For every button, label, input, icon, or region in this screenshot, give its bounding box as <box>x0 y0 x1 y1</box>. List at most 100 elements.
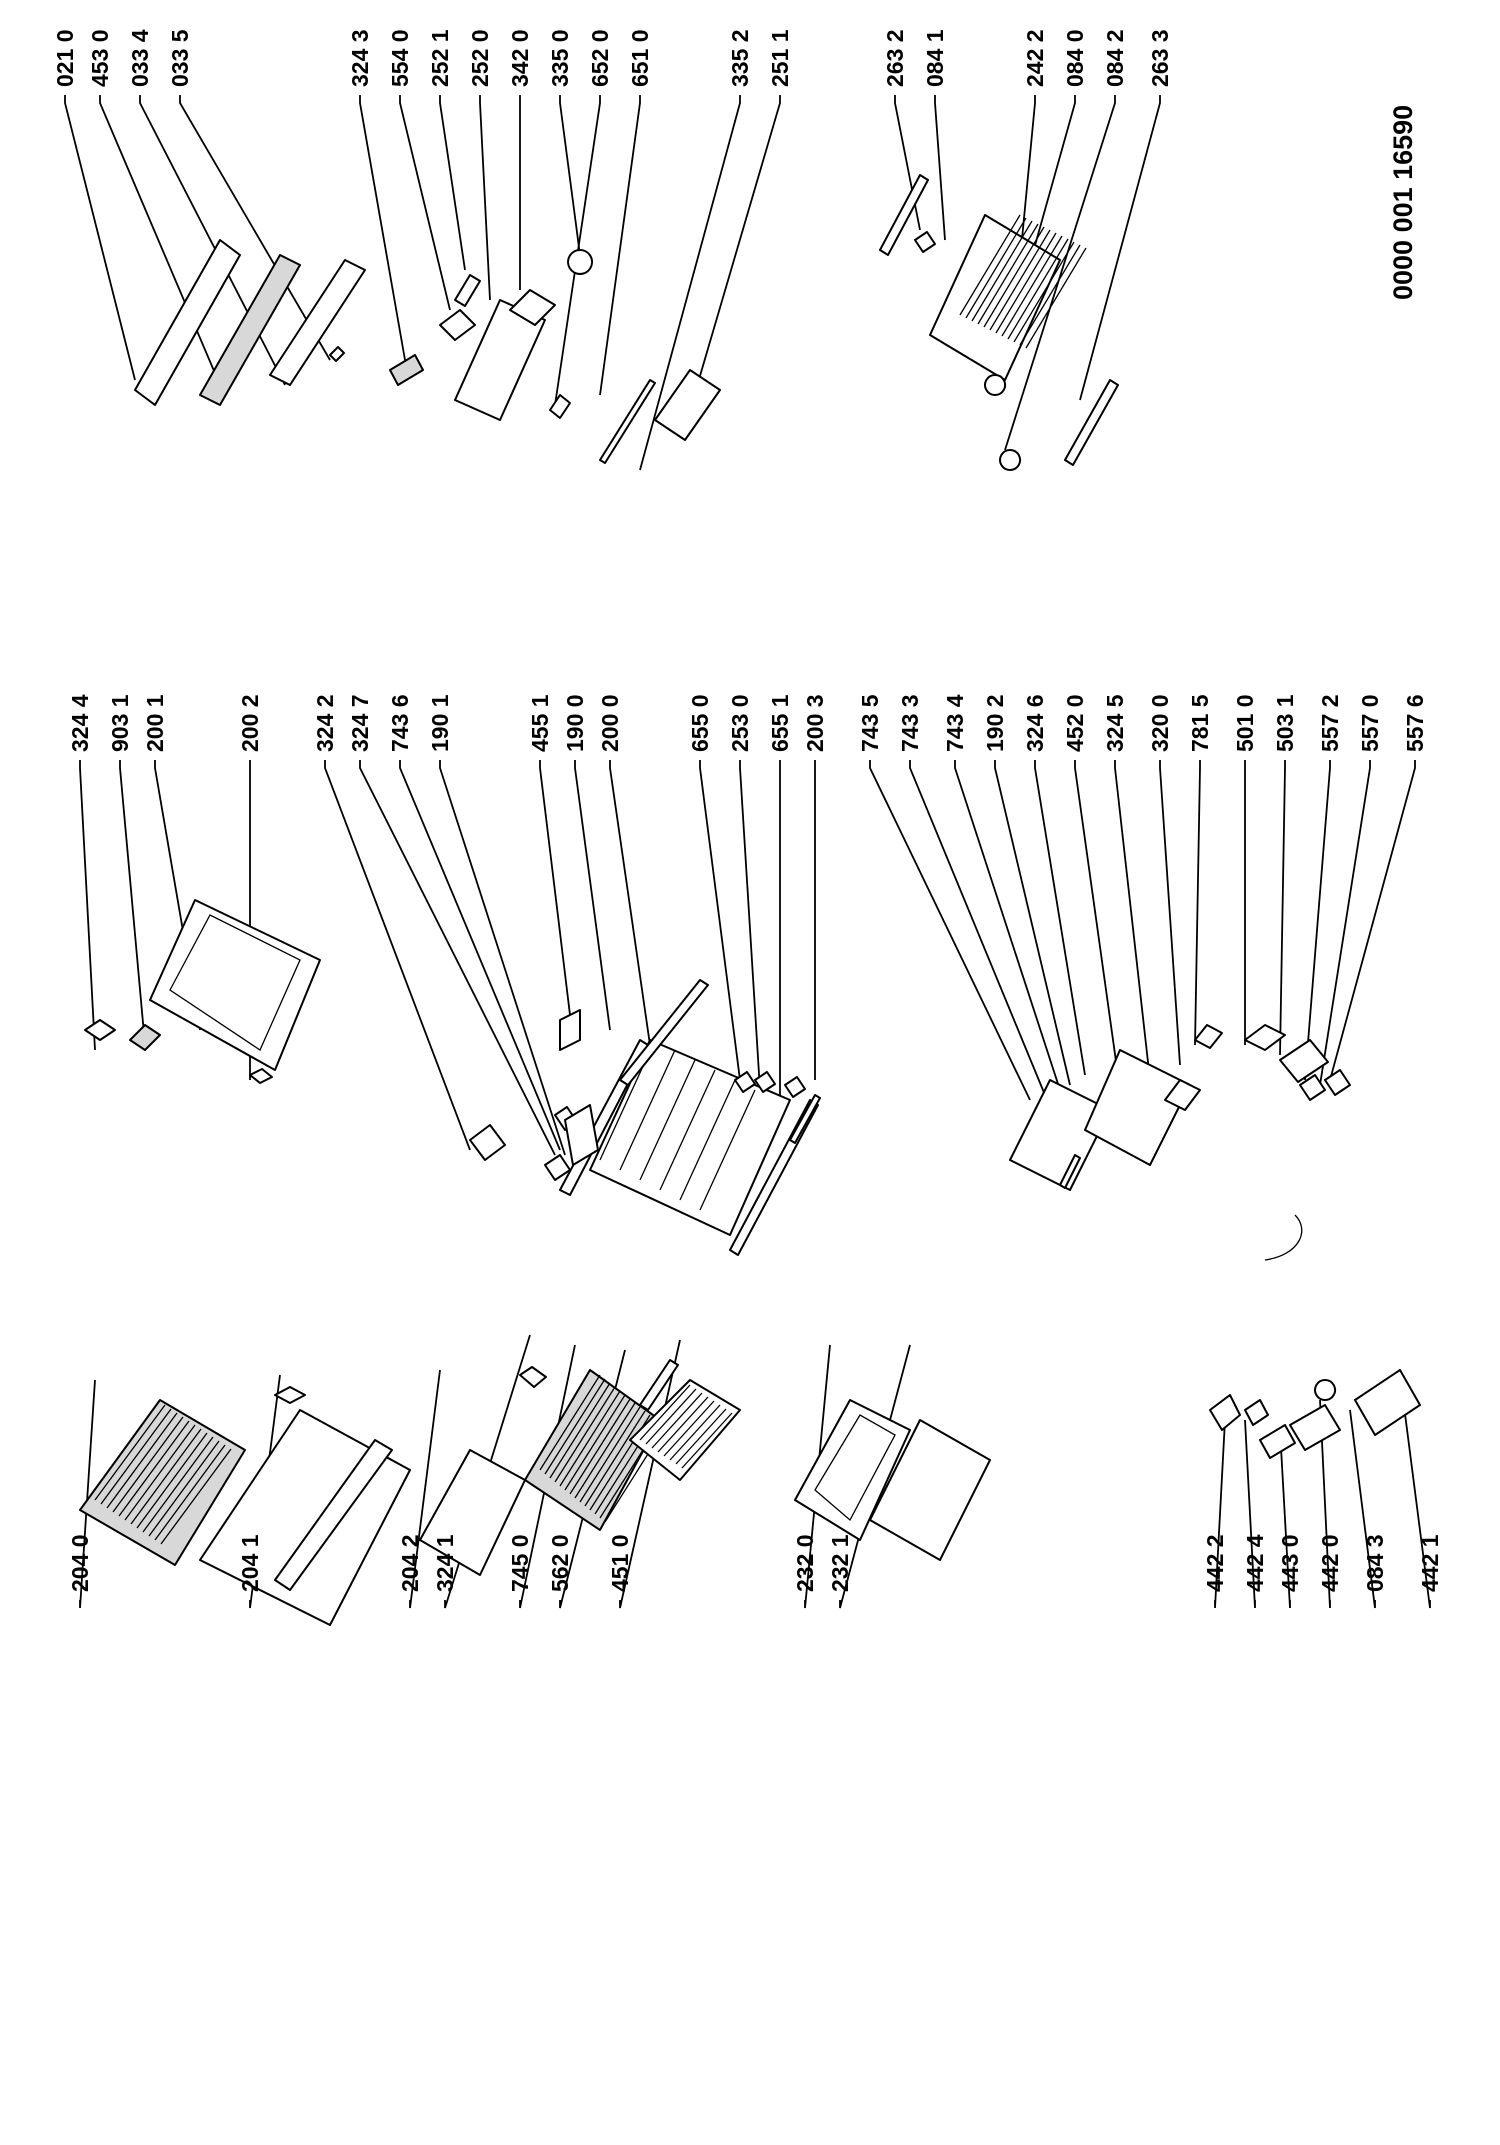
part-label-503-1: 503 1 <box>1272 694 1298 752</box>
part-label-443-0: 443 0 <box>1277 1534 1303 1592</box>
part-label-452-0: 452 0 <box>1062 694 1088 752</box>
top-cover <box>134 239 241 406</box>
leader-line <box>609 760 651 1046</box>
fan-motor <box>439 309 476 341</box>
leader-line <box>869 760 1031 1101</box>
part-label-324-5: 324 5 <box>1102 694 1128 752</box>
bottle-clip <box>249 1068 273 1084</box>
hinge-top <box>1289 1404 1341 1451</box>
leader-line <box>1114 760 1151 1081</box>
part-label-442-0: 442 0 <box>1317 1534 1343 1592</box>
switch-block <box>469 1124 506 1161</box>
part-label-324-2: 324 2 <box>312 694 338 752</box>
leader-line <box>399 95 451 311</box>
part-label-557-6: 557 6 <box>1402 694 1428 752</box>
freezer-liner <box>149 899 321 1071</box>
leader-line <box>639 95 741 471</box>
drain-tray <box>794 1399 911 1541</box>
part-label-743-6: 743 6 <box>387 694 413 752</box>
leader-line <box>934 95 946 241</box>
thermostat-knob <box>567 249 594 275</box>
part-label-190-1: 190 1 <box>427 694 453 752</box>
leader-line <box>559 95 581 256</box>
leader-line <box>1159 760 1181 1066</box>
hinge-bracket-a <box>1209 1394 1241 1431</box>
slide-rail-263-2 <box>879 174 929 256</box>
freezer-liner-inner <box>169 914 301 1051</box>
leader-line <box>994 760 1071 1086</box>
leader-line <box>1194 760 1201 1046</box>
leader-line <box>1214 1419 1226 1609</box>
part-label-200-1: 200 1 <box>142 694 168 752</box>
part-label-200-3: 200 3 <box>802 694 828 752</box>
light-box <box>1084 1049 1191 1166</box>
leader-line <box>409 1369 441 1609</box>
rod-200-3 <box>789 1094 821 1144</box>
part-label-190-2: 190 2 <box>982 694 1008 752</box>
slide-rail-263-3 <box>1064 379 1119 466</box>
part-label-745-0: 745 0 <box>507 1534 533 1592</box>
part-label-335-2: 335 2 <box>727 29 753 87</box>
part-label-781-5: 781 5 <box>1187 694 1213 752</box>
part-label-557-2: 557 2 <box>1317 694 1343 752</box>
hinge-washer <box>1314 1379 1337 1401</box>
roller-084-2 <box>999 449 1022 471</box>
part-label-442-2: 442 2 <box>1202 1534 1228 1592</box>
fan-grille <box>129 1024 161 1051</box>
leader-line <box>439 95 466 271</box>
fan-grille-324-3 <box>389 354 424 386</box>
top-cover-2 <box>199 254 301 406</box>
thermostat-cover <box>654 369 721 441</box>
part-label-324-3: 324 3 <box>347 29 373 87</box>
heater-element <box>629 1379 741 1481</box>
leader-line <box>1004 95 1116 451</box>
long-rod-190-2 <box>1059 1154 1081 1189</box>
part-label-084-3: 084 3 <box>1362 1534 1388 1592</box>
part-label-442-1: 442 1 <box>1417 1534 1443 1592</box>
hinge-pin <box>1259 1424 1296 1459</box>
leader-line <box>1349 1409 1376 1609</box>
part-label-557-0: 557 0 <box>1357 694 1383 752</box>
hinge-bracket-b <box>1244 1399 1269 1426</box>
clip-253 <box>754 1071 776 1093</box>
part-label-033-5: 033 5 <box>167 29 193 87</box>
part-label-204-0: 204 0 <box>67 1534 93 1592</box>
gasket-503 <box>1279 1039 1329 1083</box>
clip-557-6 <box>1324 1069 1351 1096</box>
clip-655-1 <box>784 1076 806 1098</box>
side-rail-1 <box>619 979 709 1086</box>
part-label-263-2: 263 2 <box>882 29 908 87</box>
part-label-200-0: 200 0 <box>597 694 623 752</box>
bulb-557 <box>1299 1074 1326 1101</box>
leader-line <box>1319 760 1371 1086</box>
leader-line <box>64 95 136 381</box>
part-label-451-0: 451 0 <box>607 1534 633 1592</box>
part-label-232-1: 232 1 <box>827 1534 853 1592</box>
part-label-253-0: 253 0 <box>727 694 753 752</box>
leader-line <box>439 760 566 1156</box>
vegetable-crate <box>929 214 1061 381</box>
leader-line <box>1279 1429 1291 1609</box>
part-label-252-0: 252 0 <box>467 29 493 87</box>
wire-557-0 <box>1264 1214 1303 1261</box>
part-label-562-0: 562 0 <box>547 1534 573 1592</box>
part-label-501-0: 501 0 <box>1232 694 1258 752</box>
part-label-084-1: 084 1 <box>922 29 948 87</box>
part-label-743-5: 743 5 <box>857 694 883 752</box>
leader-line <box>804 1344 831 1609</box>
part-label-252-1: 252 1 <box>427 29 453 87</box>
leader-lines <box>64 95 1431 1609</box>
part-label-084-0: 084 0 <box>1062 29 1088 87</box>
leader-line <box>1019 95 1036 261</box>
fan-cover <box>84 1019 116 1041</box>
document-number: 0000 001 16590 <box>1388 105 1418 300</box>
glass-shelf-trim <box>274 1439 393 1591</box>
capillary-tube <box>599 379 656 464</box>
leader-line <box>1079 95 1161 401</box>
leader-line <box>1279 760 1286 1056</box>
leader-line <box>1329 760 1416 1081</box>
leader-line <box>79 760 96 1051</box>
top-rail <box>269 259 366 386</box>
